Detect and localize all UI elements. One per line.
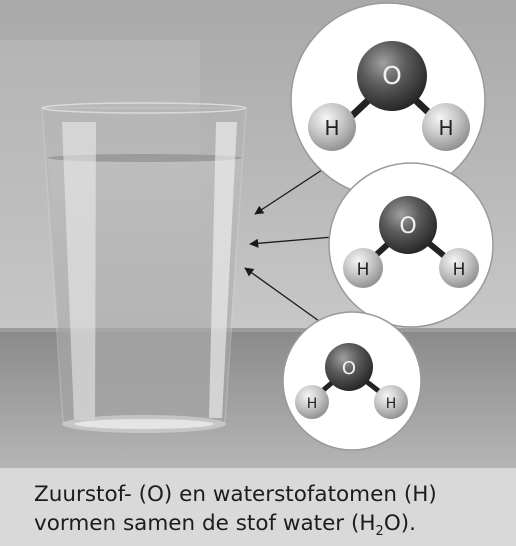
oxygen-atom <box>357 41 427 111</box>
hydrogen-atom <box>295 385 329 419</box>
atom-label-h: H <box>307 396 318 412</box>
oxygen-atom <box>379 196 437 254</box>
hydrogen-atom <box>374 385 408 419</box>
caption-subscript: 2 <box>375 524 384 539</box>
atom-label-o: O <box>342 358 356 379</box>
arrow-1 <box>254 167 326 215</box>
hydrogen-atom <box>439 248 479 288</box>
atom-label-h: H <box>357 260 370 280</box>
molecule-3: O H H <box>282 311 422 451</box>
molecule-2: O H H <box>328 162 494 328</box>
glass <box>41 102 247 433</box>
molecule-1: O H H <box>290 2 486 198</box>
caption-line-2-end: O). <box>383 511 416 536</box>
caption-line-1: Zuurstof- (O) en waterstofatomen (H) <box>34 482 437 507</box>
atom-label-h: H <box>324 116 339 140</box>
caption-line-2: vormen samen de stof water (H2O). <box>34 509 500 538</box>
hydrogen-atom <box>308 103 356 151</box>
oxygen-atom <box>325 343 373 391</box>
atom-label-o: O <box>399 214 416 239</box>
hydrogen-atom <box>343 248 383 288</box>
arrow-3 <box>244 267 327 327</box>
hydrogen-atom <box>422 103 470 151</box>
table-edge <box>0 328 516 332</box>
atom-label-o: O <box>382 61 402 90</box>
atom-label-h: H <box>386 396 397 412</box>
caption: Zuurstof- (O) en waterstofatomen (H) vor… <box>0 468 516 546</box>
illustration: O H H O H H O H H <box>0 0 516 468</box>
atom-label-h: H <box>438 116 453 140</box>
atom-label-h: H <box>453 260 466 280</box>
caption-line-2-text: vormen samen de stof water (H <box>34 511 376 536</box>
